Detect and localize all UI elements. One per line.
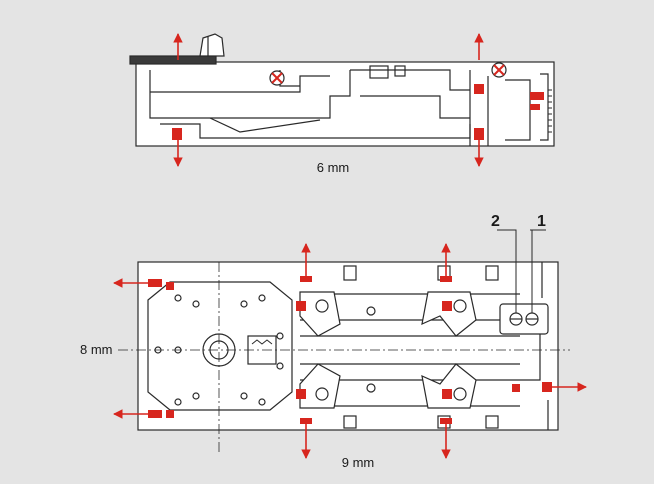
side-view-arrows [173, 33, 484, 167]
valve-two-label: 2 [491, 213, 500, 230]
top-dimension-label: 6 mm [317, 160, 350, 175]
spindle-knob [199, 33, 225, 57]
arm-upper-left [299, 291, 341, 337]
bottom-dimension-label: 9 mm [342, 455, 375, 470]
plan-view-adjusters [148, 276, 552, 424]
plan-view-arrows [113, 243, 587, 459]
side-view-cover-plate [129, 55, 217, 65]
plan-view [118, 229, 570, 452]
side-view [129, 33, 555, 147]
side-dimension-label: 8 mm [80, 342, 113, 357]
arm-lower-left [299, 363, 341, 409]
side-view-body [135, 61, 555, 147]
side-view-adjusters [172, 84, 544, 140]
valve-one-label: 1 [537, 213, 546, 230]
valve-housing [499, 303, 549, 335]
